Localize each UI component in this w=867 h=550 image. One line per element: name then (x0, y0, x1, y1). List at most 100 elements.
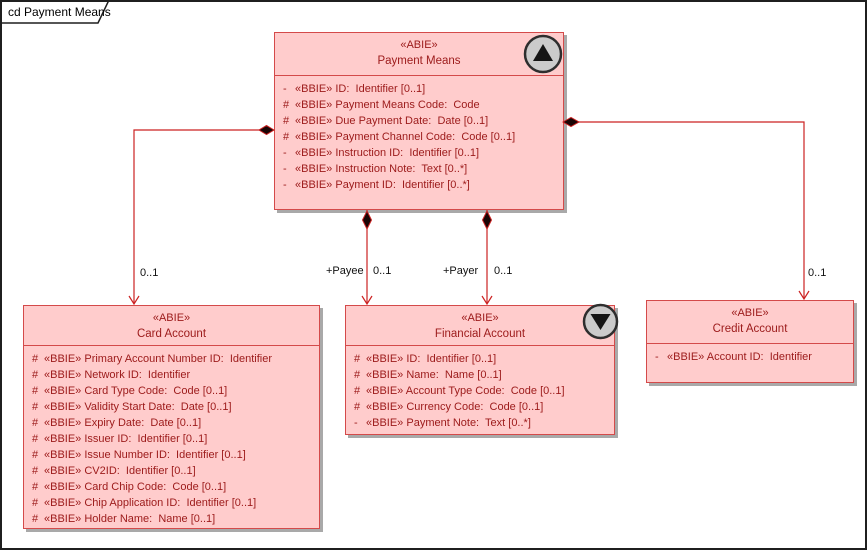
visibility-marker: - (354, 417, 358, 429)
role-label-payer: +Payer (443, 265, 479, 277)
frame-label: cd Payment Means (8, 5, 111, 19)
visibility-marker: - (283, 83, 287, 95)
visibility-marker: # (32, 481, 39, 493)
attribute-text: «BBIE» Issuer ID: Identifier [0..1] (44, 433, 208, 445)
attribute-text: «BBIE» Expiry Date: Date [0..1] (44, 417, 202, 429)
class-name: Payment Means (377, 55, 461, 67)
class-stereotype: «ABIE» (461, 312, 499, 324)
connector-payment-means-to-credit-account[interactable] (561, 116, 810, 301)
attribute-row: # «BBIE» Network ID: Identifier (24, 367, 319, 383)
attribute-text: «BBIE» Payment Channel Code: Code [0..1] (295, 131, 516, 143)
class-name: Credit Account (712, 323, 788, 335)
attribute-text: «BBIE» Currency Code: Code [0..1] (366, 401, 544, 413)
class-header: «ABIE» Card Account (24, 306, 319, 346)
attribute-text: «BBIE» CV2ID: Identifier [0..1] (44, 465, 196, 477)
attribute-row: # «BBIE» Validity Start Date: Date [0..1] (24, 399, 319, 415)
visibility-marker: # (283, 115, 290, 127)
multiplicity-label-payer: 0..1 (494, 265, 513, 277)
visibility-marker: # (32, 417, 39, 429)
multiplicity-label-credit: 0..1 (808, 267, 827, 279)
visibility-marker: # (32, 449, 39, 461)
attribute-row: # «BBIE» Payment Means Code: Code (275, 97, 563, 113)
attribute-text: «BBIE» Name: Name [0..1] (366, 369, 502, 381)
visibility-marker: # (32, 513, 39, 525)
attribute-text: «BBIE» Card Type Code: Code [0..1] (44, 385, 228, 397)
visibility-marker: # (283, 131, 290, 143)
attribute-row: # «BBIE» Issue Number ID: Identifier [0..… (24, 447, 319, 463)
attribute-row: -«BBIE» Payment Note: Text [0..*] (346, 415, 614, 431)
attribute-text: «BBIE» Holder Name: Name [0..1] (44, 513, 216, 525)
class-credit-account[interactable]: «ABIE» Credit Account -«BBIE» Account ID… (646, 300, 854, 383)
connector-payment-means-to-financial-account-payer[interactable] (481, 209, 493, 306)
open-arrowhead-icon (481, 295, 493, 306)
attribute-row: #«BBIE» CV2ID: Identifier [0..1] (24, 463, 319, 479)
class-financial-account[interactable]: «ABIE» Financial Account #«BBIE» ID: Ide… (345, 303, 619, 435)
attribute-row: # «BBIE» Expiry Date: Date [0..1] (24, 415, 319, 431)
visibility-marker: # (32, 385, 39, 397)
attribute-text: «BBIE» Account ID: Identifier (667, 351, 812, 363)
class-card-account[interactable]: «ABIE» Card Account # «BBIE» Primary Acco… (23, 305, 320, 529)
visibility-marker: # (32, 353, 39, 365)
attribute-row: # «BBIE» Due Payment Date: Date [0..1] (275, 113, 563, 129)
attribute-text: «BBIE» Chip Application ID: Identifier [… (44, 497, 257, 509)
attribute-text: «BBIE» Due Payment Date: Date [0..1] (295, 115, 489, 127)
attributes-compartment: -«BBIE» ID: Identifier [0..1]#«BBIE» Pay… (275, 76, 563, 193)
attribute-row: -«BBIE» Account ID: Identifier (647, 349, 853, 365)
attribute-row: -«BBIE» Payment ID: Identifier [0..*] (275, 177, 563, 193)
attribute-row: #«BBIE» ID: Identifier [0..1] (346, 351, 614, 367)
connector-payment-means-to-financial-account-payee[interactable] (361, 209, 373, 306)
attributes-compartment: #«BBIE» ID: Identifier [0..1]#«BBIE» Nam… (346, 346, 614, 431)
attributes-compartment: # «BBIE» Primary Account Number ID: Ident… (24, 346, 319, 527)
attribute-text: «BBIE» ID: Identifier [0..1] (366, 353, 497, 365)
open-arrowhead-icon (361, 295, 373, 306)
attribute-row: # «BBIE» Primary Account Number ID: Ident… (24, 351, 319, 367)
multiplicity-label-payee: 0..1 (373, 265, 392, 277)
attribute-text: «BBIE» Primary Account Number ID: Identi… (44, 353, 273, 365)
visibility-marker: # (32, 401, 39, 413)
attribute-text: «BBIE» Instruction Note: Text [0..*] (295, 163, 468, 175)
role-label-payee: +Payee (326, 265, 364, 277)
attribute-row: -«BBIE» ID: Identifier [0..1] (275, 81, 563, 97)
class-stereotype: «ABIE» (152, 312, 191, 324)
attribute-text: «BBIE» Payment Note: Text [0..*] (366, 417, 531, 429)
visibility-marker: # (32, 433, 39, 445)
visibility-marker: # (354, 401, 361, 413)
visibility-marker: - (655, 351, 659, 363)
visibility-marker: - (283, 163, 287, 175)
class-header: «ABIE» Credit Account (647, 301, 853, 344)
attribute-text: «BBIE» Payment Means Code: Code (295, 99, 480, 111)
class-header: «ABIE» Financial Account (346, 306, 614, 346)
attribute-text: «BBIE» Network ID: Identifier (44, 369, 191, 381)
attribute-row: # «BBIE» Card Type Code: Code [0..1] (24, 383, 319, 399)
class-stereotype: «ABIE» (400, 39, 438, 51)
class-payment-means[interactable]: «ABIE» Payment Means -«BBIE» ID: Identif… (274, 32, 564, 210)
attribute-row: -«BBIE» Instruction ID: Identifier [0..1… (275, 145, 563, 161)
attribute-text: «BBIE» Validity Start Date: Date [0..1] (44, 401, 232, 413)
visibility-marker: # (32, 497, 39, 509)
visibility-marker: # (354, 385, 361, 397)
attribute-text: «BBIE» Issue Number ID: Identifier [0..1… (44, 449, 246, 461)
attribute-text: «BBIE» Payment ID: Identifier [0..*] (295, 179, 470, 191)
class-header: «ABIE» Payment Means (275, 33, 563, 76)
attribute-text: «BBIE» Instruction ID: Identifier [0..1] (295, 147, 480, 159)
attribute-text: «BBIE» Account Type Code: Code [0..1] (366, 385, 565, 397)
attributes-compartment: -«BBIE» Account ID: Identifier (647, 344, 853, 365)
attribute-row: # «BBIE» Chip Application ID: Identifier … (24, 495, 319, 511)
open-arrowhead-icon (128, 295, 140, 306)
attribute-row: #«BBIE» Card Chip Code: Code [0..1] (24, 479, 319, 495)
attribute-row: # «BBIE» Holder Name: Name [0..1] (24, 511, 319, 527)
visibility-marker: - (283, 179, 287, 191)
visibility-marker: # (283, 99, 290, 111)
class-name: Card Account (136, 328, 207, 340)
attribute-text: «BBIE» ID: Identifier [0..1] (295, 83, 426, 95)
attribute-row: # «BBIE» Currency Code: Code [0..1] (346, 399, 614, 415)
connector-payment-means-to-card-account[interactable] (128, 124, 275, 306)
open-arrowhead-icon (798, 290, 810, 301)
visibility-marker: # (32, 369, 39, 381)
attribute-row: # «BBIE» Account Type Code: Code [0..1] (346, 383, 614, 399)
attribute-row: #«BBIE» Name: Name [0..1] (346, 367, 614, 383)
collapse-down-icon[interactable] (582, 303, 619, 340)
class-name: Financial Account (434, 328, 526, 340)
collapse-up-icon[interactable] (523, 34, 563, 74)
